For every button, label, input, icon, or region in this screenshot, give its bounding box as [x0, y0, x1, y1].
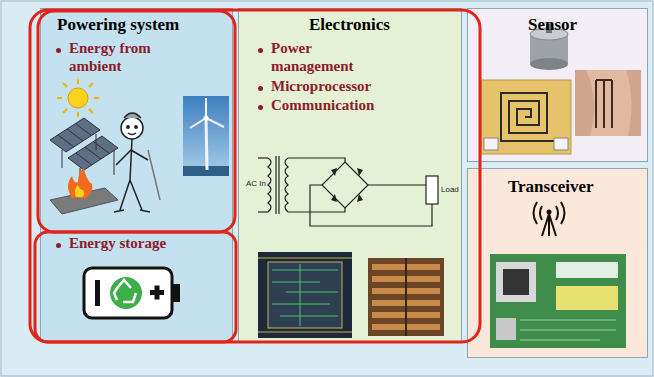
text-slot: Communication — [271, 97, 441, 115]
text-slot: Transceiver — [508, 177, 638, 197]
text-slot: Microprocessor — [271, 78, 441, 96]
bullet-text: Communication — [271, 97, 441, 115]
panel-title: Sensor — [528, 15, 638, 35]
text-slot: Power management — [271, 40, 381, 75]
circuit-label: Load — [441, 186, 459, 194]
bullet-dot — [258, 86, 263, 91]
bullet-text: Microprocessor — [271, 78, 441, 96]
text-slot: Sensor — [528, 15, 638, 35]
bullet-dot — [56, 243, 61, 248]
panel-title: Powering system — [57, 15, 227, 35]
text-slot: Powering system — [57, 15, 227, 35]
text-slot: Electronics — [309, 15, 449, 35]
text-slot: Energy from ambient — [69, 40, 169, 75]
bullet-dot — [258, 48, 263, 53]
panel-title: Electronics — [309, 15, 449, 35]
bullet-text: Power management — [271, 40, 381, 75]
bullet-dot — [56, 48, 61, 53]
text-slot: Energy storage — [69, 235, 219, 253]
bullet-text: Energy storage — [69, 235, 219, 253]
bullet-text: Energy from ambient — [69, 40, 169, 75]
bullet-dot — [258, 105, 263, 110]
circuit-label: AC In — [246, 180, 266, 188]
panel-title: Transceiver — [508, 177, 638, 197]
